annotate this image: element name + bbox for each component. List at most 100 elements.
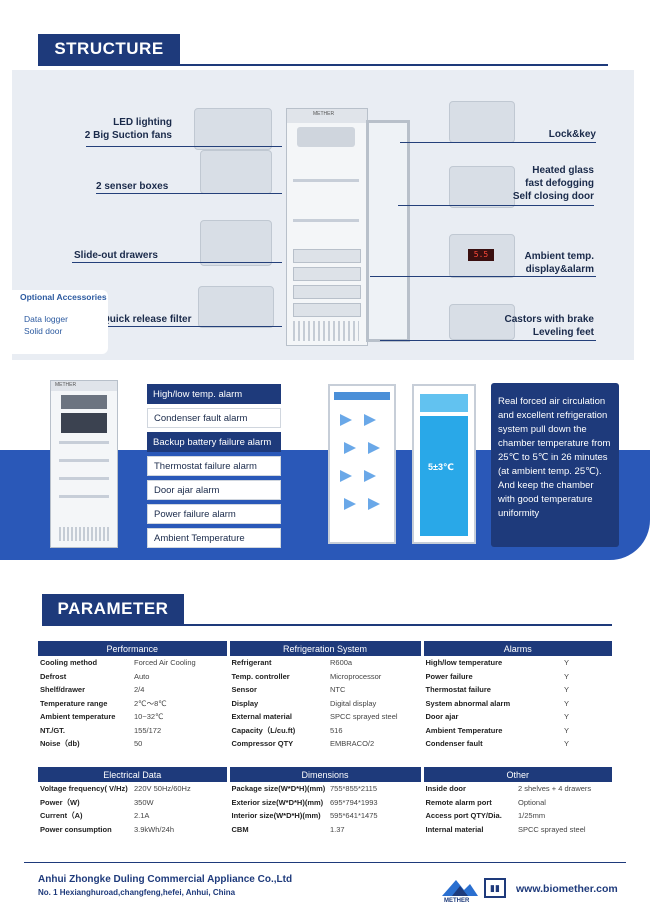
label-heated-glass: Heated glass fast defogging Self closing… bbox=[500, 164, 594, 203]
table-header: Alarms bbox=[422, 641, 613, 656]
alarm-item-label: Ambient Temperature bbox=[154, 532, 245, 544]
table-cell-value: Y bbox=[564, 698, 570, 708]
temp-display-reading: 5.5 bbox=[473, 250, 489, 259]
table-cell-value: Optional bbox=[518, 797, 546, 807]
alarm-item-label: Thermostat failure alarm bbox=[154, 460, 257, 472]
table-header-row: Performance Refrigeration System Alarms bbox=[38, 641, 613, 656]
fridge-front-shelf bbox=[59, 459, 109, 462]
table-cell-key: Sensor bbox=[231, 685, 257, 695]
table-header: Electrical Data bbox=[38, 767, 230, 782]
fridge-shelf bbox=[293, 219, 359, 222]
table-cell-value: 2℃～8℃ bbox=[132, 696, 230, 710]
table-cell-value: NTC bbox=[328, 683, 424, 697]
table-cell-key: Power consumption bbox=[40, 824, 112, 834]
parameter-rule bbox=[42, 624, 612, 626]
guide-line bbox=[398, 205, 594, 206]
fridge-front-shelf bbox=[59, 477, 109, 480]
alarm-item: Power failure alarm bbox=[147, 504, 281, 524]
partner-logo-icon: ▮▮ bbox=[484, 878, 506, 898]
table-cell-value: 10~32℃ bbox=[132, 710, 230, 724]
table-cell-value: Y bbox=[564, 658, 570, 668]
fridge-front-shelf bbox=[59, 441, 109, 444]
glass-photo bbox=[449, 166, 515, 208]
table-cell-value: 1/25mm bbox=[518, 811, 546, 821]
table-cell-key: High/low temperature bbox=[425, 658, 503, 668]
alarm-item: Ambient Temperature bbox=[147, 528, 281, 548]
fridge-front-fans bbox=[61, 395, 107, 409]
parameter-banner: PARAMETER bbox=[42, 594, 184, 624]
table-cell-key: Access port QTY/Dia. bbox=[425, 811, 502, 821]
label-castors: Castors with brake Leveling feet bbox=[490, 313, 594, 339]
temperature-label: 5±3℃ bbox=[428, 462, 454, 472]
label-led-lighting: LED lighting 2 Big Suction fans bbox=[60, 116, 172, 142]
label-heated-glass-text: Heated glass bbox=[532, 165, 594, 176]
table-cell-value: Y bbox=[564, 685, 570, 695]
label-castors-text: Castors with brake bbox=[504, 314, 594, 325]
table-cell-key: Noise（db) bbox=[40, 739, 80, 749]
table-header: Performance bbox=[38, 641, 230, 656]
table-cell-value: Y bbox=[564, 712, 570, 722]
optional-accessories-title: Optional Accessories bbox=[20, 292, 107, 302]
fridge-fans bbox=[297, 127, 355, 147]
label-led-lighting-text: LED lighting bbox=[113, 117, 172, 128]
filter-photo bbox=[198, 286, 274, 328]
label-ambient-temp-text: Ambient temp. bbox=[524, 251, 594, 262]
table-cell-value: 695*794*1993 bbox=[328, 795, 424, 809]
fridge-drawer bbox=[293, 249, 361, 263]
table-header: Other bbox=[422, 767, 613, 782]
table-cell-key: Temp. controller bbox=[231, 671, 290, 681]
table-cell-key: Cooling method bbox=[40, 658, 98, 668]
optional-accessory-item: Data logger bbox=[24, 314, 68, 324]
fridge-front-brand: METHER bbox=[55, 382, 77, 388]
label-drawers: Slide-out drawers bbox=[74, 250, 158, 261]
footer-website[interactable]: www.biomether.com bbox=[516, 883, 618, 895]
cooling-description-box: Real forced air circulation and excellen… bbox=[491, 383, 619, 547]
table-cell-key: External material bbox=[231, 712, 292, 722]
fridge-brand: METHER bbox=[313, 111, 335, 117]
fridge-illustration: METHER bbox=[286, 108, 368, 346]
table-cell-key: Power failure bbox=[425, 671, 473, 681]
table-cell-key: Defrost bbox=[40, 671, 67, 681]
table-cell-key: Thermostat failure bbox=[425, 685, 491, 695]
table-cell-value: Forced Air Cooling bbox=[132, 656, 230, 670]
sensor-box-photo bbox=[200, 150, 272, 194]
table-cell-key: CBM bbox=[231, 824, 249, 834]
temperature-chamber bbox=[420, 416, 468, 536]
alarm-item-label: Power failure alarm bbox=[154, 508, 236, 520]
table-cell-key: Condenser fault bbox=[425, 739, 483, 749]
table-header-row: Electrical Data Dimensions Other bbox=[38, 767, 613, 782]
parameter-title: PARAMETER bbox=[57, 599, 169, 618]
guide-line bbox=[86, 146, 282, 147]
parameter-table-2: Electrical Data Dimensions Other Voltage… bbox=[38, 767, 613, 836]
table-cell-value: SPCC sprayed steel bbox=[328, 710, 424, 724]
table-cell-key: Current（A) bbox=[40, 811, 83, 821]
table-cell-value: 50 bbox=[132, 737, 230, 751]
table-cell-key: Door ajar bbox=[425, 712, 459, 722]
table-cell-value: 2/4 bbox=[132, 683, 230, 697]
table-cell-key: Interior size(W*D*H)(mm) bbox=[231, 811, 321, 821]
table-cell-key: Compressor QTY bbox=[231, 739, 294, 749]
fridge-front-view: METHER bbox=[50, 380, 118, 548]
guide-line bbox=[72, 262, 282, 263]
guide-line bbox=[380, 340, 596, 341]
table-cell-key: Capacity（L/cu.ft) bbox=[231, 725, 296, 735]
alarm-item-label: High/low temp. alarm bbox=[153, 388, 243, 400]
label-lock: Lock&key bbox=[548, 129, 596, 140]
table-cell-key: Ambient temperature bbox=[40, 712, 116, 722]
optional-accessories-box: Optional Accessories Data logger Solid d… bbox=[12, 290, 108, 354]
table-cell-value: 3.9kWh/24h bbox=[132, 822, 230, 836]
alarm-item: Door ajar alarm bbox=[147, 480, 281, 500]
fridge-drawer bbox=[293, 303, 361, 317]
table-cell-value: 595*641*1475 bbox=[328, 809, 424, 823]
alarm-item: Condenser fault alarm bbox=[147, 408, 281, 428]
cooling-description: Real forced air circulation and excellen… bbox=[498, 396, 611, 519]
